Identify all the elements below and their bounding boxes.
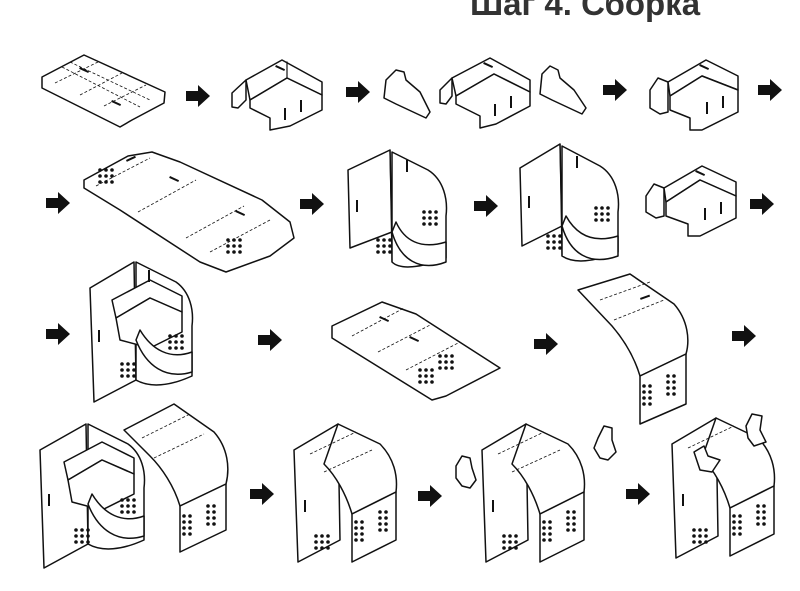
step-11-shell bbox=[39, 423, 146, 569]
arrow-right-icon bbox=[46, 192, 70, 214]
arrow-right-icon bbox=[750, 193, 774, 215]
arrow-right-icon bbox=[758, 79, 782, 101]
step-8-shell-with-insert bbox=[89, 261, 194, 403]
step-11-cover bbox=[123, 403, 229, 553]
step-13-combined-box bbox=[481, 423, 586, 563]
step-14-final-box bbox=[671, 413, 776, 559]
arrow-right-icon bbox=[186, 85, 210, 107]
step-6-curved-shell bbox=[347, 149, 448, 268]
arrow-right-icon bbox=[346, 81, 370, 103]
page-title: Шаг 4. Сборка bbox=[470, 0, 701, 22]
step-10-curved-cover bbox=[577, 273, 689, 425]
step-3-folded-part bbox=[439, 57, 531, 129]
step-5-large-flat-sheet bbox=[83, 151, 295, 273]
step-13-side-tab-left bbox=[455, 455, 477, 489]
arrow-right-icon bbox=[46, 323, 70, 345]
step-9-flat-sheet bbox=[331, 301, 501, 401]
step-3-side-piece-right bbox=[539, 65, 587, 115]
step-2-folded-part bbox=[231, 59, 323, 131]
arrow-right-icon bbox=[258, 329, 282, 351]
step-12-combined-box bbox=[293, 423, 398, 563]
arrow-right-icon bbox=[626, 483, 650, 505]
step-7-assembled-part bbox=[645, 165, 737, 237]
step-3-side-piece-left bbox=[383, 69, 431, 119]
arrow-right-icon bbox=[474, 195, 498, 217]
step-4-assembled-part bbox=[649, 59, 739, 131]
arrow-right-icon bbox=[300, 193, 324, 215]
arrow-right-icon bbox=[418, 485, 442, 507]
arrow-right-icon bbox=[534, 333, 558, 355]
step-7-curved-shell bbox=[519, 143, 620, 262]
step-13-side-tab-right bbox=[593, 425, 617, 461]
arrow-right-icon bbox=[732, 325, 756, 347]
step-1-flat-sheet bbox=[41, 54, 166, 128]
arrow-right-icon bbox=[250, 483, 274, 505]
arrow-right-icon bbox=[603, 79, 627, 101]
